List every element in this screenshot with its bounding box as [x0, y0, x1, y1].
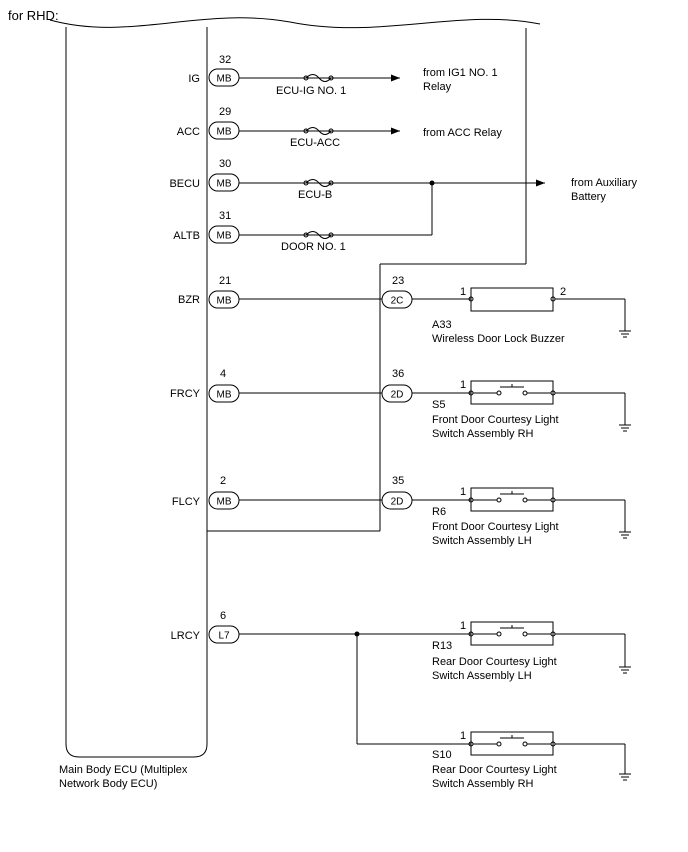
component-s10: 1 S10 Rear Door Courtesy Light Switch As…: [432, 730, 631, 790]
pin-number: 1: [460, 730, 466, 742]
ground-icon: [619, 773, 631, 781]
component-name: Switch Assembly LH: [432, 535, 532, 547]
ground-icon: [619, 424, 631, 432]
junction-connectors: 23 2C 36 2D 35 2D: [381, 275, 413, 510]
component-r6: 1 R6 Front Door Courtesy Light Switch As…: [432, 486, 631, 547]
component-name: Switch Assembly RH: [432, 428, 534, 440]
component-name: Front Door Courtesy Light: [432, 414, 559, 426]
connector-code: MB: [217, 296, 232, 307]
terminal-ig: 32 IG MB: [188, 54, 240, 87]
pin-number: 1: [460, 486, 466, 498]
source-label: from ACC Relay: [423, 127, 502, 139]
fuse-symbol: [305, 231, 332, 239]
pin-number: 1: [460, 379, 466, 391]
pin-number: 31: [219, 210, 231, 222]
ground-icon: [619, 666, 631, 674]
pin-number: 32: [219, 54, 231, 66]
signal-label: FRCY: [170, 388, 201, 400]
component-r13: 1 R13 Rear Door Courtesy Light Switch As…: [432, 620, 631, 682]
fuse-symbol: [305, 74, 332, 82]
component-name: Rear Door Courtesy Light: [432, 764, 557, 776]
junction-2d-35: 35 2D: [381, 475, 413, 510]
terminal-altb: 31 ALTB MB: [173, 210, 240, 244]
pin-number: 2: [560, 286, 566, 298]
power-wires: ECU-IG NO. 1 from IG1 NO. 1 Relay ECU-AC…: [239, 67, 638, 253]
pin-number: 35: [392, 475, 404, 487]
signal-label: ALTB: [173, 230, 200, 242]
signal-label: IG: [188, 73, 200, 85]
terminal-flcy: 2 FLCY MB: [172, 475, 240, 510]
terminal-acc: 29 ACC MB: [177, 106, 240, 140]
signal-label: FLCY: [172, 496, 201, 508]
signal-label: LRCY: [171, 630, 201, 642]
pin-number: 36: [392, 368, 404, 380]
source-label: Battery: [571, 191, 606, 203]
ground-icon: [619, 330, 631, 338]
signal-label: BZR: [178, 294, 200, 306]
component-name: Switch Assembly RH: [432, 778, 534, 790]
component-code: S5: [432, 399, 445, 411]
component-name: Switch Assembly LH: [432, 670, 532, 682]
arrow-icon: [536, 179, 545, 187]
fuse-label: ECU-IG NO. 1: [276, 85, 346, 97]
component-code: R6: [432, 506, 446, 518]
terminal-bzr: 21 BZR MB: [178, 275, 240, 309]
buzzer-box: [470, 287, 554, 312]
connector-code: MB: [217, 390, 232, 401]
pin-number: 6: [220, 610, 226, 622]
pin-number: 1: [460, 286, 466, 298]
pin-number: 30: [219, 158, 231, 170]
component-name: Rear Door Courtesy Light: [432, 656, 557, 668]
terminal-frcy: 4 FRCY MB: [170, 368, 240, 403]
source-label: from IG1 NO. 1: [423, 67, 498, 79]
connector-code: L7: [218, 631, 230, 642]
fuse-symbol: [305, 127, 332, 135]
ecu-terminals: 32 IG MB 29 ACC MB 30 BECU MB 31 ALTB MB: [169, 54, 240, 644]
connector-code: 2D: [391, 390, 404, 401]
arrow-icon: [391, 127, 400, 135]
signal-label: ACC: [177, 126, 200, 138]
connector-code: 2D: [391, 497, 404, 508]
source-label: from Auxiliary: [571, 177, 638, 189]
diagram-header: for RHD:: [8, 8, 59, 23]
junction-2c: 23 2C: [381, 275, 413, 309]
pin-number: 21: [219, 275, 231, 287]
component-code: R13: [432, 640, 452, 652]
arrow-icon: [391, 74, 400, 82]
ecu-name: Network Body ECU): [59, 778, 157, 790]
fuse-label: ECU-B: [298, 189, 332, 201]
main-body-ecu: [65, 27, 527, 758]
connector-code: MB: [217, 179, 232, 190]
pin-number: 1: [460, 620, 466, 632]
fuse-label: ECU-ACC: [290, 137, 340, 149]
terminal-lrcy: 6 LRCY L7: [171, 610, 240, 644]
pin-number: 4: [220, 368, 226, 380]
ground-icon: [619, 531, 631, 539]
pin-number: 29: [219, 106, 231, 118]
junction-2d-36: 36 2D: [381, 368, 413, 403]
connector-code: MB: [217, 74, 232, 85]
component-code: S10: [432, 749, 452, 761]
pin-number: 2: [220, 475, 226, 487]
pin-number: 23: [392, 275, 404, 287]
connector-code: MB: [217, 231, 232, 242]
fuse-label: DOOR NO. 1: [281, 241, 346, 253]
component-s5: 1 S5 Front Door Courtesy Light Switch As…: [432, 379, 631, 440]
terminal-becu: 30 BECU MB: [169, 158, 240, 192]
component-code: A33: [432, 319, 452, 331]
signal-wires: [239, 298, 471, 745]
ecu-name: Main Body ECU (Multiplex: [59, 764, 188, 776]
fuse-symbol: [305, 179, 332, 187]
component-name: Front Door Courtesy Light: [432, 521, 559, 533]
connector-code: MB: [217, 497, 232, 508]
connector-code: 2C: [391, 296, 404, 307]
harness-top-wave: [49, 17, 541, 29]
component-a33: 1 2 A33 Wireless Door Lock Buzzer: [432, 286, 631, 345]
signal-label: BECU: [169, 178, 200, 190]
connector-code: MB: [217, 127, 232, 138]
component-name: Wireless Door Lock Buzzer: [432, 333, 565, 345]
source-label: Relay: [423, 81, 452, 93]
